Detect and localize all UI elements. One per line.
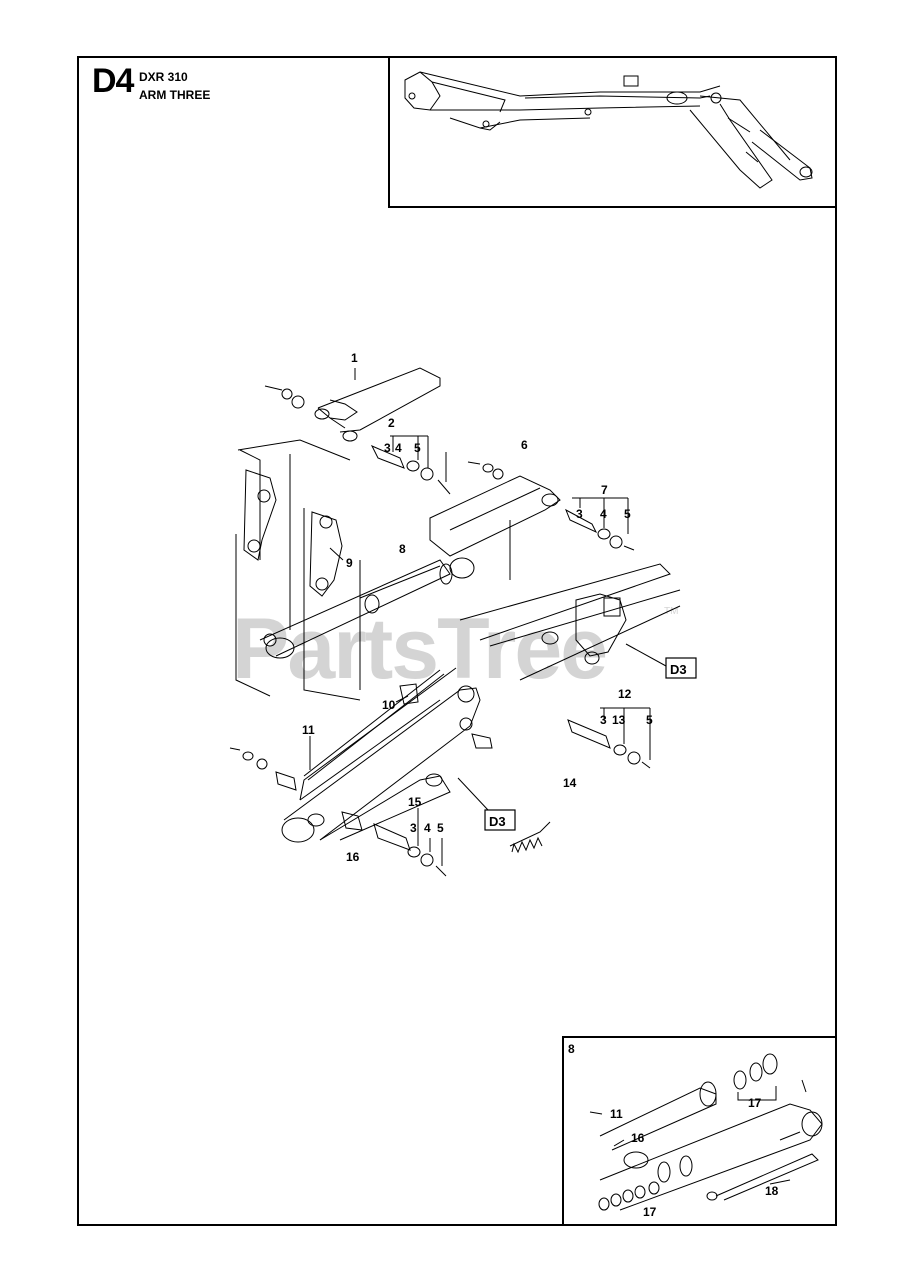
inset-callout-11: 11 (610, 1107, 623, 1121)
inset-drawing (589, 1053, 823, 1211)
inset-callout-17-top: 17 (748, 1096, 762, 1110)
overview-panel (388, 56, 837, 208)
callout-4d: 4 (424, 821, 431, 835)
main-exploded-drawing (229, 367, 681, 877)
inset-callout-16: 16 (631, 1131, 645, 1145)
callout-7: 7 (601, 483, 608, 497)
callout-1: 1 (351, 351, 358, 365)
callout-6: 6 (521, 438, 528, 452)
section-code: D4 (92, 62, 134, 100)
inset-callouts: 8 11 16 17 17 18 (568, 1042, 779, 1219)
callout-3: 3 (384, 441, 391, 455)
callout-13: 13 (612, 713, 626, 727)
callout-4: 4 (395, 441, 402, 455)
section-title: ARM THREE (139, 88, 211, 102)
inset-callout-18: 18 (765, 1184, 779, 1198)
callout-labels: 1 2 3 4 5 6 7 3 4 5 8 9 10 11 12 3 13 5 … (302, 351, 653, 864)
inset-panel (562, 1036, 837, 1226)
callout-5c: 5 (646, 713, 653, 727)
overview-arm-drawing (404, 71, 813, 189)
watermark-tm: TM (664, 606, 678, 617)
callout-5b: 5 (624, 507, 631, 521)
inset-callout-17-bottom: 17 (643, 1205, 657, 1219)
callout-8: 8 (399, 542, 406, 556)
callout-5d: 5 (437, 821, 444, 835)
model-name: DXR 310 (139, 70, 188, 84)
callout-12: 12 (618, 687, 632, 701)
callout-11: 11 (302, 723, 315, 737)
callout-2: 2 (388, 416, 395, 430)
inset-label-8: 8 (568, 1042, 575, 1056)
callout-16: 16 (346, 850, 360, 864)
callout-3c: 3 (600, 713, 607, 727)
reference-d3-right-label: D3 (670, 662, 687, 677)
reference-d3-bottom-label: D3 (489, 814, 506, 829)
callout-3b: 3 (576, 507, 583, 521)
reference-d3-bottom[interactable]: D3 (484, 809, 516, 831)
callout-3d: 3 (410, 821, 417, 835)
callout-15: 15 (408, 795, 422, 809)
callout-4b: 4 (600, 507, 607, 521)
watermark: PartsTree TM (232, 601, 678, 697)
callout-5: 5 (414, 441, 421, 455)
callout-10: 10 (382, 698, 396, 712)
diagram-frame (77, 56, 837, 1226)
callout-9: 9 (346, 556, 353, 570)
reference-d3-right[interactable]: D3 (665, 657, 697, 679)
callout-14: 14 (563, 776, 577, 790)
